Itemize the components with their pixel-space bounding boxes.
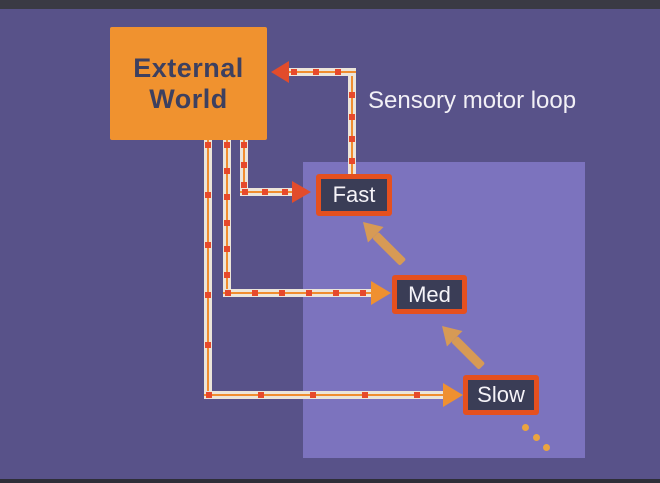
- motor-pipe-med-vertical: [223, 140, 231, 297]
- dot-icon: [522, 424, 529, 431]
- top-letterbox-bar: [0, 0, 660, 9]
- motor-pipe-fast-vertical: [240, 140, 248, 196]
- arrowhead-to-med-icon: [371, 281, 391, 305]
- sensory-pipe-vertical: [348, 68, 356, 174]
- motor-pipe-med-horizontal: [223, 289, 371, 297]
- dot-icon: [543, 444, 550, 451]
- motor-pipe-slow-horizontal: [204, 391, 443, 399]
- level-label-med: Med: [408, 281, 451, 307]
- external-world-label-line2: World: [149, 83, 228, 114]
- arrowhead-to-external-world-icon: [271, 61, 289, 83]
- level-box-med: Med: [392, 275, 467, 314]
- arrowhead-to-slow-icon: [443, 383, 463, 407]
- level-box-slow: Slow: [463, 375, 539, 415]
- level-label-slow: Slow: [477, 382, 525, 407]
- sensory-pipe-horizontal: [289, 68, 356, 76]
- dot-icon: [533, 434, 540, 441]
- sensory-motor-loop-label: Sensory motor loop: [368, 87, 577, 114]
- motor-pipe-slow-vertical: [204, 140, 212, 399]
- arrowhead-to-fast-icon: [292, 181, 311, 203]
- external-world-label-line1: External: [133, 52, 244, 83]
- level-box-fast: Fast: [316, 174, 392, 216]
- bottom-letterbox-bar: [0, 479, 660, 483]
- level-label-fast: Fast: [332, 182, 376, 207]
- motor-pipe-fast-horizontal: [240, 188, 293, 196]
- external-world-box: External World: [110, 27, 267, 140]
